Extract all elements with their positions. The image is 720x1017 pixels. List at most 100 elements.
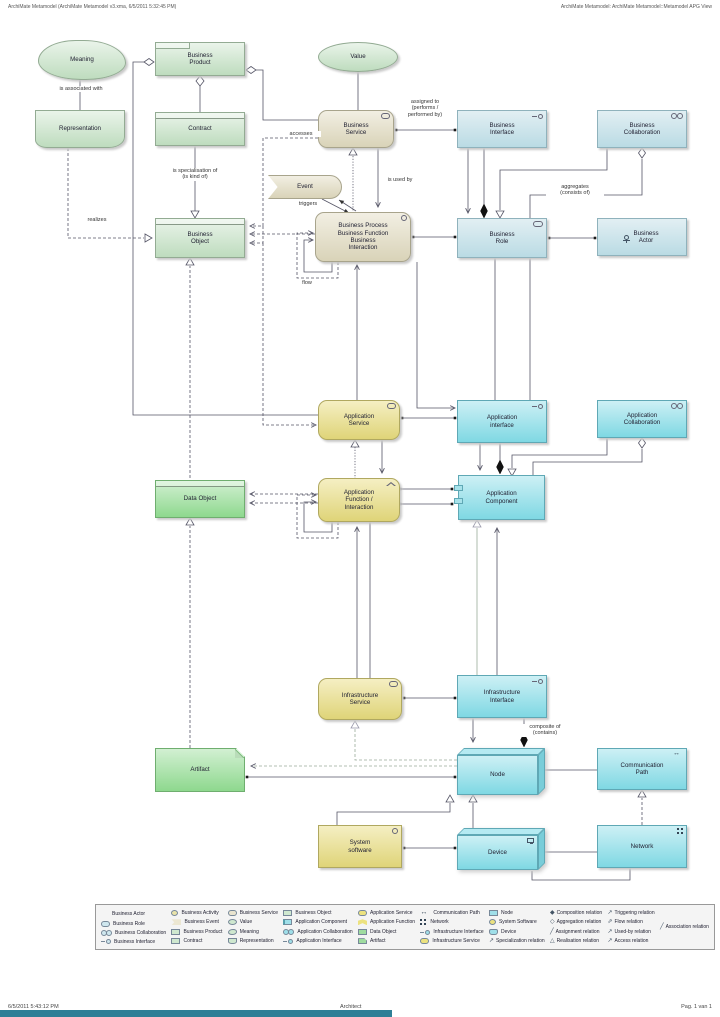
legend-label: Business Product bbox=[183, 928, 223, 935]
legend-item: Composition relation bbox=[550, 910, 603, 916]
interface-icon bbox=[532, 403, 543, 409]
legend-label: Association relation bbox=[665, 924, 709, 930]
edge-label-is-associated-with: is associated with bbox=[42, 86, 120, 93]
node-label: Device bbox=[488, 848, 507, 856]
artifact-icon bbox=[357, 938, 367, 945]
node-node[interactable]: Node bbox=[457, 748, 545, 795]
node-representation[interactable]: Representation bbox=[35, 110, 125, 148]
node-infrastructure-interface[interactable]: Infrastructure Interface bbox=[457, 675, 547, 718]
node-label: Business Product bbox=[187, 51, 213, 66]
node-value[interactable]: Value bbox=[318, 42, 398, 72]
node-artifact[interactable]: Artifact bbox=[155, 748, 245, 792]
collaboration-icon bbox=[671, 113, 683, 120]
used-by-relation-icon bbox=[607, 929, 612, 935]
business-service-icon bbox=[227, 909, 237, 916]
node-event[interactable]: Event bbox=[268, 175, 342, 199]
legend-label: Business Collaboration bbox=[115, 929, 167, 936]
legend-label: Artifact bbox=[369, 938, 386, 945]
node-business-object[interactable]: Business Object bbox=[155, 218, 245, 258]
communication-path-icon bbox=[673, 751, 683, 757]
legend-label: Used-by relation bbox=[614, 928, 651, 935]
node-label: Infrastructure Interface bbox=[483, 689, 521, 704]
header-left: ArchiMate Metamodel (ArchiMate Metamodel… bbox=[8, 4, 177, 10]
footer-app-name: Architect bbox=[340, 1004, 362, 1010]
legend-label: Access relation bbox=[614, 938, 649, 945]
node-application-collaboration[interactable]: Application Collaboration bbox=[597, 400, 687, 438]
legend-column: Communication PathNetworkInfrastructure … bbox=[420, 908, 484, 946]
node-business-interface[interactable]: Business Interface bbox=[457, 110, 547, 148]
legend-item: Application Function bbox=[357, 919, 416, 926]
edge-label-is-used-by: is used by bbox=[381, 177, 419, 184]
node-contract[interactable]: Contract bbox=[155, 112, 245, 146]
service-icon bbox=[381, 113, 390, 119]
node-business-collaboration[interactable]: Business Collaboration bbox=[597, 110, 687, 148]
edge-label-accesses: accesses bbox=[281, 131, 321, 138]
edge-label-aggregates: aggregates (consists of) bbox=[546, 184, 604, 197]
node-3d-top-face bbox=[457, 748, 545, 755]
legend-label: System Software bbox=[498, 919, 537, 926]
node-business-actor[interactable]: Business Actor bbox=[597, 218, 687, 256]
interface-icon bbox=[532, 678, 543, 684]
legend-label: Meaning bbox=[239, 928, 259, 935]
node-label: Infrastructure Service bbox=[341, 691, 379, 706]
legend-item: Used-by relation bbox=[607, 929, 654, 935]
interface-icon bbox=[532, 113, 543, 119]
edge-label-assigned-to: assigned to (performs / performed by) bbox=[396, 99, 454, 118]
service-icon bbox=[387, 403, 396, 409]
legend-label: Application Component bbox=[295, 919, 348, 926]
composition-relation-icon bbox=[550, 910, 555, 916]
node-application-component[interactable]: Application Component bbox=[454, 475, 545, 520]
node-application-service[interactable]: Application Service bbox=[318, 400, 400, 440]
legend-label: Assignment relation bbox=[555, 928, 600, 935]
node-infrastructure-service[interactable]: Infrastructure Service bbox=[318, 678, 402, 720]
infrastructure-service-icon bbox=[420, 938, 430, 945]
node-business-service[interactable]: Business Service bbox=[318, 110, 394, 148]
node-3d-side-face bbox=[538, 748, 545, 795]
legend-item: Business Collaboration bbox=[101, 929, 167, 936]
node-label: Artifact bbox=[190, 766, 210, 774]
edge-label-is-specialisation: is specialisation of (is kind of) bbox=[148, 168, 242, 181]
node-system-software[interactable]: System software bbox=[318, 825, 402, 868]
node-data-object[interactable]: Data Object bbox=[155, 480, 245, 518]
realisation-relation-icon bbox=[550, 938, 555, 944]
legend-item: Triggering relation bbox=[607, 910, 655, 916]
device-3d-top-face bbox=[457, 828, 545, 835]
communication-path-icon bbox=[420, 909, 430, 916]
legend-item: Business Activity bbox=[171, 909, 222, 916]
legend-label: Application Service bbox=[369, 909, 413, 916]
node-application-interface[interactable]: Application interface bbox=[457, 400, 547, 443]
legend-label: Value bbox=[239, 919, 253, 926]
legend-label: Application Interface bbox=[296, 938, 342, 945]
legend-label: Application Collaboration bbox=[297, 928, 353, 935]
node-label: Business Collaboration bbox=[623, 121, 661, 136]
node-meaning[interactable]: Meaning bbox=[38, 40, 126, 80]
legend-item: Business Role bbox=[101, 921, 166, 928]
edge-label-realizes: realizes bbox=[80, 217, 114, 224]
node-business-process[interactable]: Business Process Business Function Busin… bbox=[315, 212, 411, 262]
legend-item: Application Interface bbox=[283, 938, 352, 944]
association-relation-icon bbox=[660, 924, 664, 930]
node-device[interactable]: Device bbox=[457, 828, 545, 870]
node-business-role[interactable]: Business Role bbox=[457, 218, 547, 258]
specialization-relation-icon bbox=[489, 938, 494, 944]
node-label: Value bbox=[350, 53, 366, 61]
legend-label: Aggregation relation bbox=[556, 919, 602, 926]
legend-item: Communication Path bbox=[420, 909, 483, 916]
node-network[interactable]: Network bbox=[597, 825, 687, 868]
node-label: Business Actor bbox=[633, 229, 659, 244]
node-application-function[interactable]: Application Function / Interaction bbox=[318, 478, 400, 522]
application-function-icon bbox=[357, 919, 367, 926]
node-business-product[interactable]: Business Product bbox=[155, 42, 245, 76]
device-icon bbox=[527, 838, 534, 844]
legend-item: Value bbox=[227, 919, 278, 926]
legend-label: Application Function bbox=[369, 919, 416, 926]
legend-item: Device bbox=[488, 928, 545, 935]
legend-item: Contract bbox=[171, 938, 222, 945]
legend-item: Business Actor bbox=[101, 909, 166, 918]
node-label: Representation bbox=[59, 125, 101, 133]
device-icon bbox=[488, 928, 498, 935]
node-communication-path[interactable]: Communication Path bbox=[597, 748, 687, 790]
